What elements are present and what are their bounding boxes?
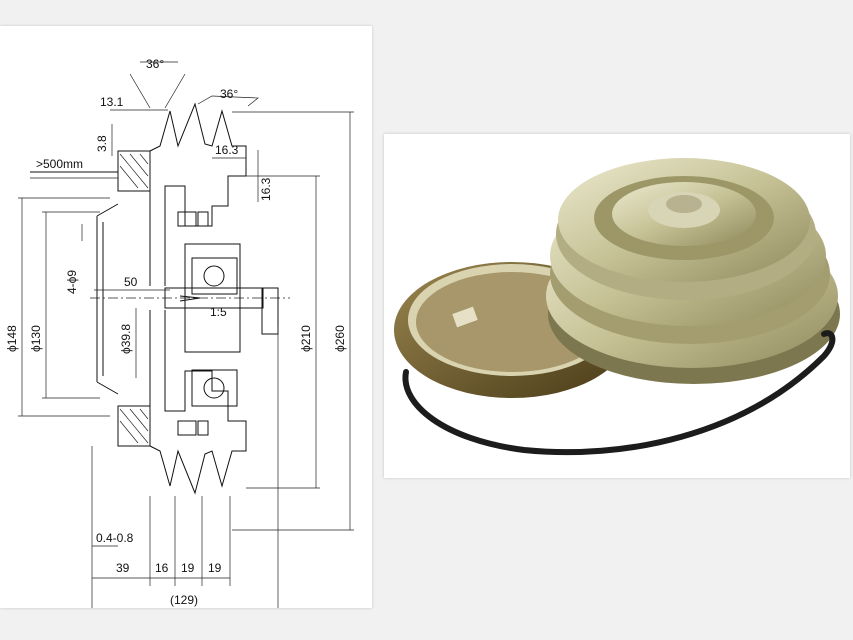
dim-angle-left: 36° (146, 57, 164, 71)
bolt-upper (177, 211, 197, 227)
dim-angle-right: 36° (220, 87, 238, 101)
pulley-profile-upper (117, 102, 247, 286)
dim-210: ϕ210 (299, 325, 313, 352)
coil-housing-upper (117, 150, 151, 192)
dim-taper: 1:5 (210, 305, 227, 319)
pulley-profile-lower (117, 310, 247, 495)
hub (184, 243, 241, 353)
dim-16: 16 (155, 561, 169, 575)
pulley-assembly (546, 158, 840, 384)
shaft (164, 287, 264, 309)
bolt-lower (177, 420, 197, 436)
dim-16-3-vertical: 16.3 (259, 177, 273, 201)
dim-19-b: 19 (208, 561, 222, 575)
dim-130: ϕ130 (29, 325, 43, 352)
bearing-lower (191, 369, 238, 407)
product-photo-panel (384, 134, 850, 478)
dim-16-3-horizontal: 16.3 (215, 143, 239, 157)
dim-total: (129) (170, 593, 198, 607)
clutch-pulley-photo (394, 158, 840, 456)
dim-39-8: ϕ39.8 (119, 324, 133, 354)
technical-drawing-panel: 36° 36° 13.1 3.8 16.3 16.3 >500mm 4-ϕ9 ϕ… (0, 26, 372, 608)
coil-lead-cable (402, 330, 836, 456)
dim-50: 50 (124, 275, 138, 289)
shaft-nut (261, 287, 279, 335)
dim-lead-length: >500mm (36, 157, 83, 171)
dim-13-1: 13.1 (100, 95, 124, 109)
dim-19-a: 19 (181, 561, 195, 575)
front-plate (96, 203, 119, 395)
dim-gap: 0.4-0.8 (96, 531, 134, 545)
dim-260: ϕ260 (333, 325, 347, 352)
bearing-upper (191, 257, 238, 295)
dim-3-8: 3.8 (95, 135, 109, 152)
coil-housing-lower (117, 405, 151, 447)
dim-39: 39 (116, 561, 130, 575)
pulley-cross-section-drawing: 36° 36° 13.1 3.8 16.3 16.3 >500mm 4-ϕ9 ϕ… (5, 57, 354, 608)
dim-holes: 4-ϕ9 (65, 270, 79, 294)
dim-148: ϕ148 (5, 325, 19, 352)
